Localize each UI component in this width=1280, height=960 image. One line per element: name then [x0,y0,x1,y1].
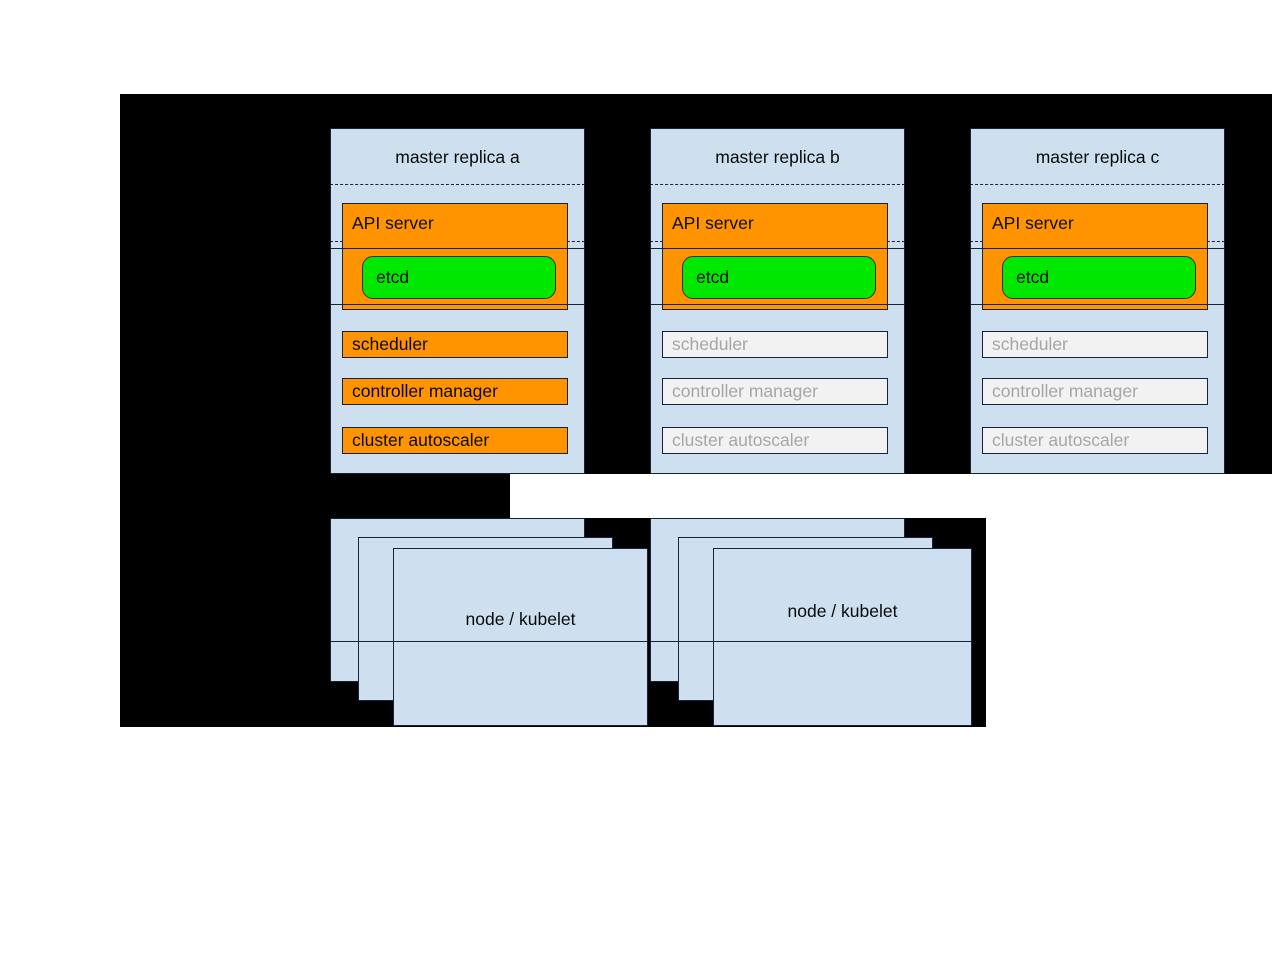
node-bus-right [650,641,972,642]
etcd-a[interactable]: etcd [362,256,556,299]
master-replica-b-title: master replica b [715,147,840,167]
controller-manager-b[interactable]: controller manager [662,378,888,405]
apiserver-bus-top-c [970,184,1225,185]
api-server-a-label: API server [352,213,434,233]
cluster-autoscaler-c-label: cluster autoscaler [992,430,1130,450]
etcd-bus-bottom-c [970,304,1225,305]
master-replica-a-title: master replica a [395,147,520,167]
cluster-autoscaler-b[interactable]: cluster autoscaler [662,427,888,454]
scheduler-a-label: scheduler [352,334,428,354]
api-server-c-label: API server [992,213,1074,233]
cluster-autoscaler-a-label: cluster autoscaler [352,430,490,450]
etcd-bus-top-b [650,248,905,249]
controller-manager-a[interactable]: controller manager [342,378,568,405]
etcd-bus-bottom-a [330,304,585,305]
etcd-bus-top-a [330,248,585,249]
apiserver-bus-top-b [650,184,905,185]
node-left[interactable]: node / kubelet [393,548,648,726]
etcd-a-label: etcd [376,267,410,287]
scheduler-c-label: scheduler [992,334,1068,354]
controller-manager-b-label: controller manager [672,381,818,401]
api-server-b-label: API server [672,213,754,233]
etcd-b[interactable]: etcd [682,256,876,299]
cluster-autoscaler-c[interactable]: cluster autoscaler [982,427,1208,454]
etcd-bus-top-c [970,248,1225,249]
controller-manager-c[interactable]: controller manager [982,378,1208,405]
etcd-b-label: etcd [696,267,730,287]
controller-manager-c-label: controller manager [992,381,1138,401]
etcd-c-label: etcd [1016,267,1050,287]
cluster-autoscaler-b-label: cluster autoscaler [672,430,810,450]
etcd-c[interactable]: etcd [1002,256,1196,299]
scheduler-c[interactable]: scheduler [982,331,1208,358]
scheduler-b-label: scheduler [672,334,748,354]
node-right-label: node / kubelet [787,601,898,621]
master-replica-c-title: master replica c [1035,147,1160,167]
node-right[interactable]: node / kubelet [713,548,972,726]
cluster-autoscaler-a[interactable]: cluster autoscaler [342,427,568,454]
scheduler-b[interactable]: scheduler [662,331,888,358]
node-bus-left [330,641,648,642]
node-left-label: node / kubelet [465,609,576,629]
controller-manager-a-label: controller manager [352,381,498,401]
scheduler-a[interactable]: scheduler [342,331,568,358]
apiserver-bus-top-a [330,184,585,185]
etcd-bus-bottom-b [650,304,905,305]
